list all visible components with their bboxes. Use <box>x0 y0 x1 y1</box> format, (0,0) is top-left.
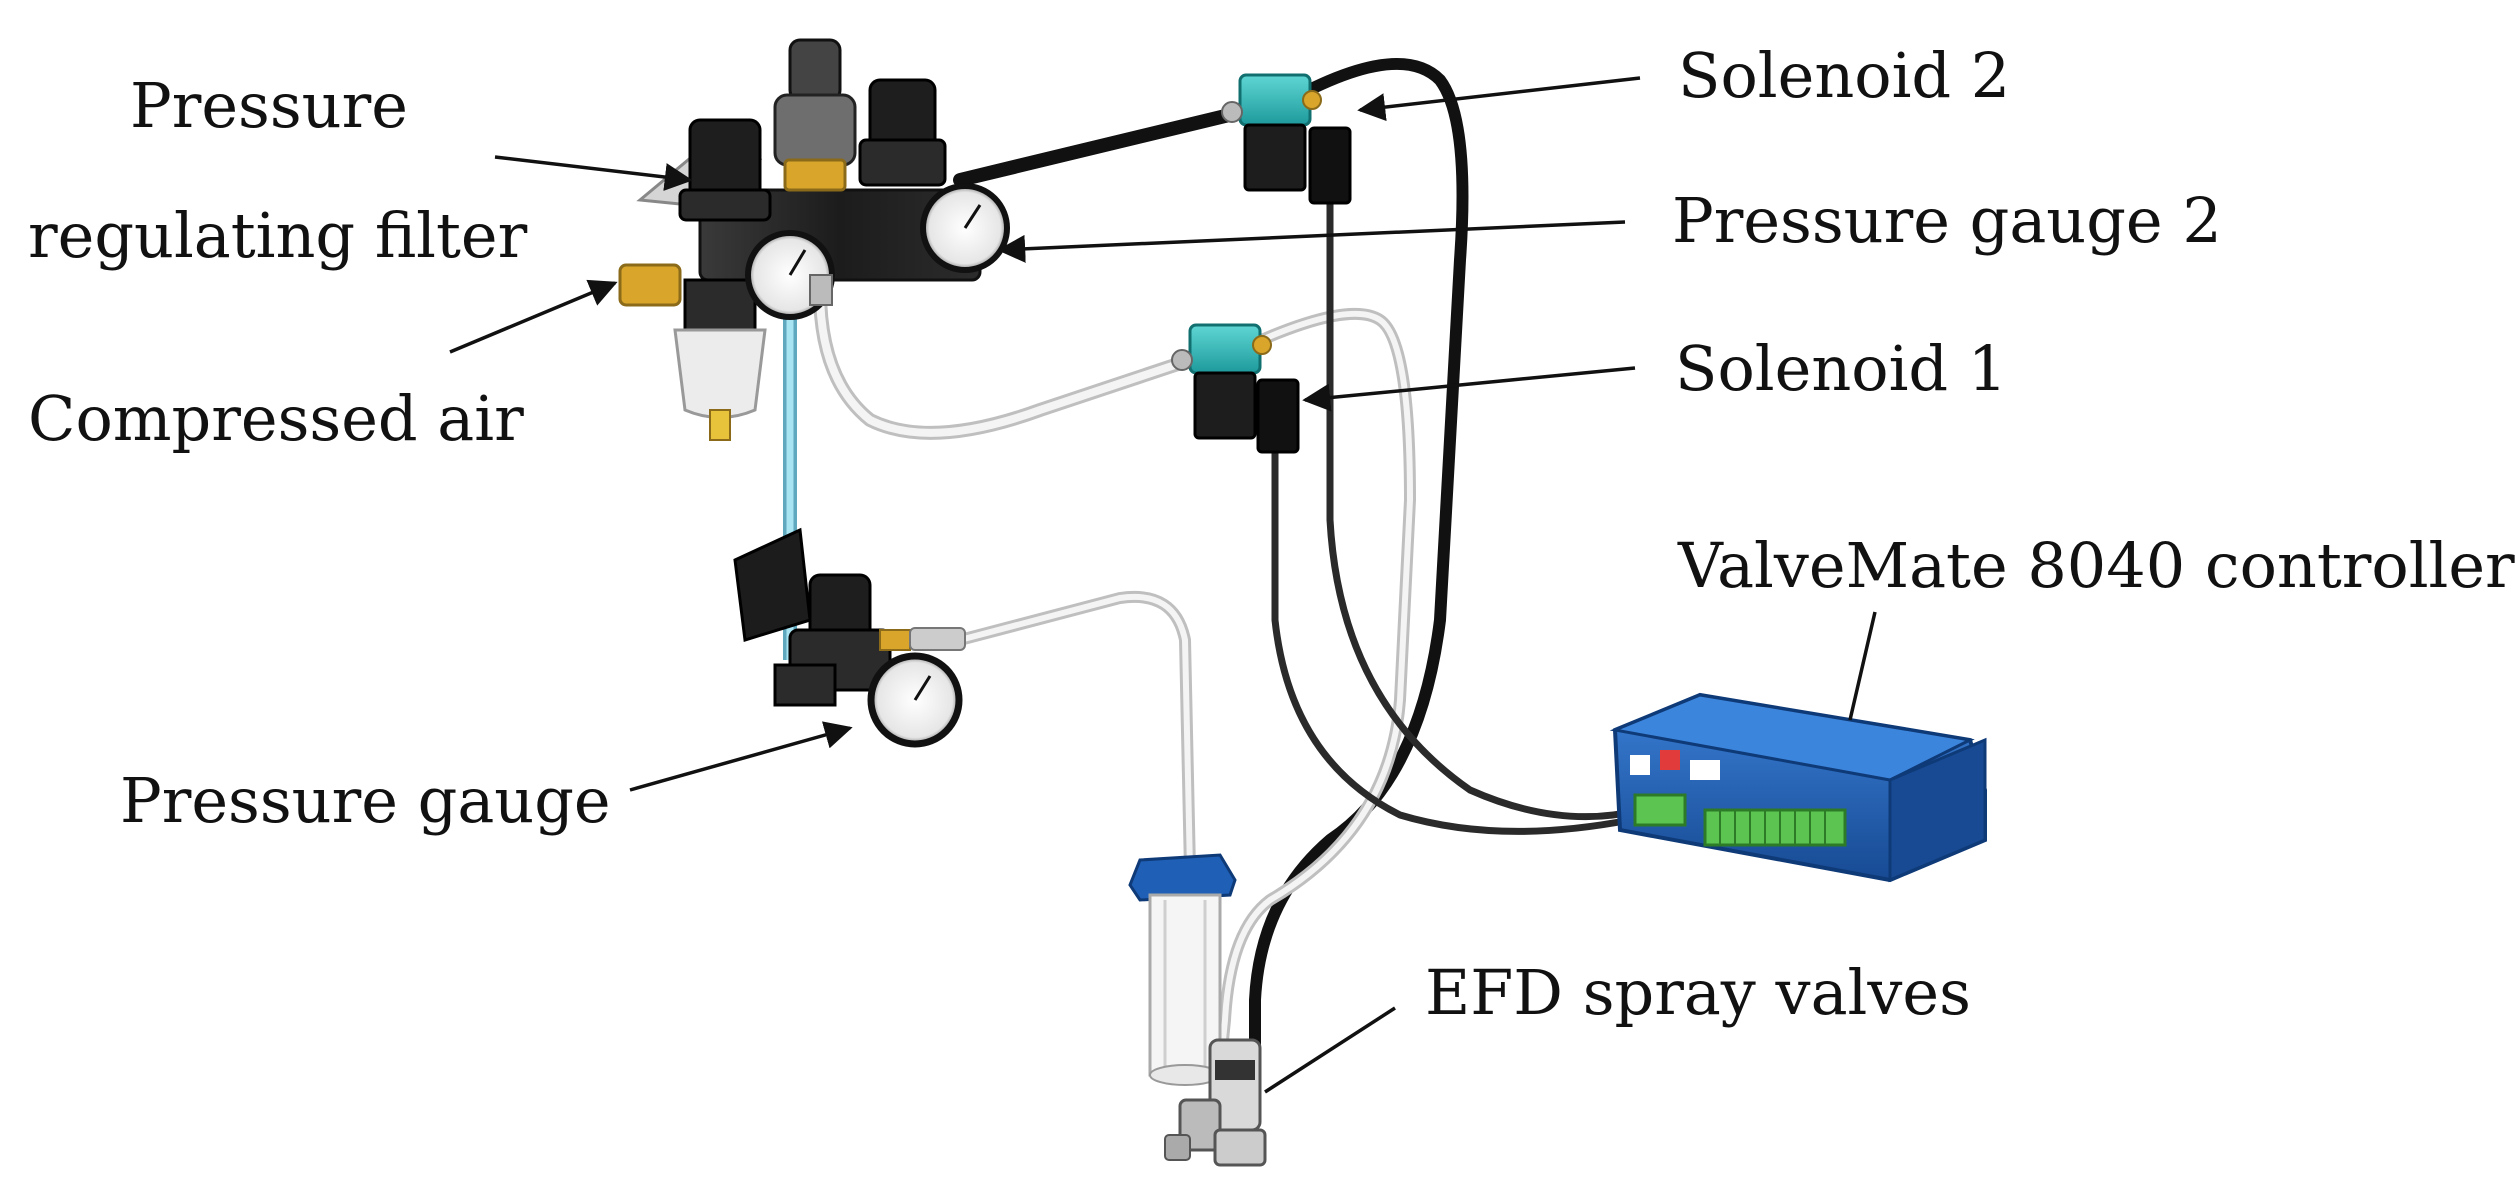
solenoid-2-cable <box>1326 170 1641 821</box>
leader-pressure-regulating-filter <box>494 155 693 191</box>
label-pressure-gauge: Pressure gauge <box>120 764 611 837</box>
controller-terminal-left <box>1633 793 1687 827</box>
label-compressed-air: Compressed air <box>28 382 524 455</box>
leader-compressed-air <box>449 279 618 354</box>
label-solenoid-2: Solenoid 2 <box>1678 39 2011 112</box>
label-pressure-regulating-filter-line2: regulating filter <box>28 199 528 272</box>
leader-solenoid-2 <box>1357 76 1641 122</box>
lower-regulator-assembly <box>733 527 966 748</box>
main-air-line <box>953 103 1257 187</box>
label-pressure-regulating-filter-line1: Pressure <box>130 69 408 142</box>
atomizing-air-line <box>1249 58 1469 1090</box>
leader-pressure-gauge-2 <box>997 220 1626 263</box>
valvemate-controller <box>1609 692 1987 883</box>
upper-regulator-assembly <box>618 38 1010 441</box>
clear-line-to-reservoir <box>958 590 1196 871</box>
tubing <box>783 58 1641 1090</box>
spray-valve-assembly <box>1128 853 1267 1167</box>
leader-solenoid-1 <box>1302 366 1636 412</box>
solenoid-2-valve <box>1221 73 1352 205</box>
solenoid-1-cable <box>1271 450 1631 835</box>
leader-spray-valves <box>1264 1006 1396 1094</box>
label-solenoid-1: Solenoid 1 <box>1675 332 2008 405</box>
leader-lines <box>449 76 1877 1094</box>
solenoid-1-valve <box>1171 323 1300 454</box>
leader-controller <box>1848 611 1877 721</box>
leader-pressure-gauge <box>629 721 853 792</box>
controller-terminal-right <box>1703 808 1847 847</box>
label-spray-valves: EFD spray valves <box>1425 956 1971 1029</box>
clear-line-to-solenoid-1 <box>813 289 1193 440</box>
label-controller: ValveMate 8040 controller <box>1678 529 2515 602</box>
label-pressure-gauge-2: Pressure gauge 2 <box>1672 184 2222 257</box>
